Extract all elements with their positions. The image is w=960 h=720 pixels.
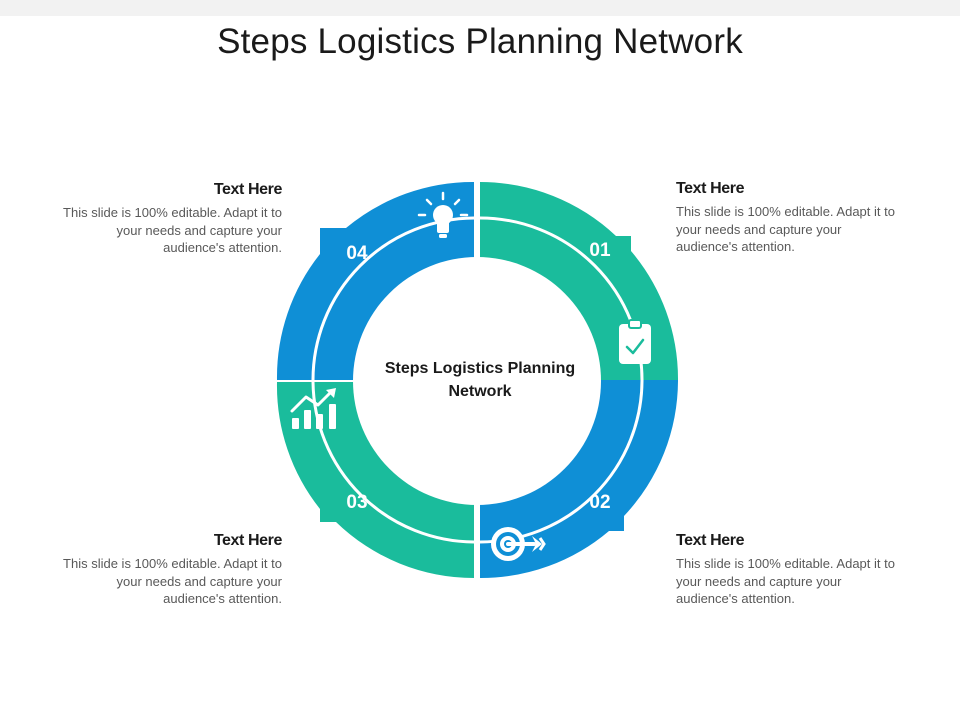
segment-number-02: 02 — [589, 492, 610, 513]
lightbulb-icon — [417, 191, 469, 238]
callout-03: Text Here This slide is 100% editable. A… — [58, 532, 282, 608]
center-hub — [353, 257, 601, 505]
callout-04: Text Here This slide is 100% editable. A… — [58, 181, 282, 257]
callout-heading: Text Here — [676, 180, 745, 197]
callout-heading: Text Here — [676, 532, 745, 549]
segment-number-04: 04 — [346, 243, 368, 264]
callout-02: Text Here This slide is 100% editable. A… — [676, 532, 900, 608]
growth-chart-icon — [290, 388, 336, 429]
target-icon — [491, 527, 546, 561]
callout-heading: Text Here — [213, 181, 283, 198]
callout-heading: Text Here — [213, 532, 283, 549]
slide-title: Steps Logistics Planning Network — [217, 22, 743, 61]
segment-number-01: 01 — [589, 240, 611, 261]
callout-01: Text Here This slide is 100% editable. A… — [676, 180, 900, 256]
clipboard-check-icon — [619, 319, 651, 364]
callout-body: This slide is 100% editable. Adapt it to… — [63, 556, 282, 606]
center-title: Steps Logistics Planning Network — [384, 360, 576, 400]
callout-body: This slide is 100% editable. Adapt it to… — [676, 204, 895, 254]
segment-number-03: 03 — [346, 492, 367, 513]
callout-body: This slide is 100% editable. Adapt it to… — [63, 205, 282, 255]
callout-body: This slide is 100% editable. Adapt it to… — [676, 556, 895, 606]
top-strip — [0, 0, 960, 16]
